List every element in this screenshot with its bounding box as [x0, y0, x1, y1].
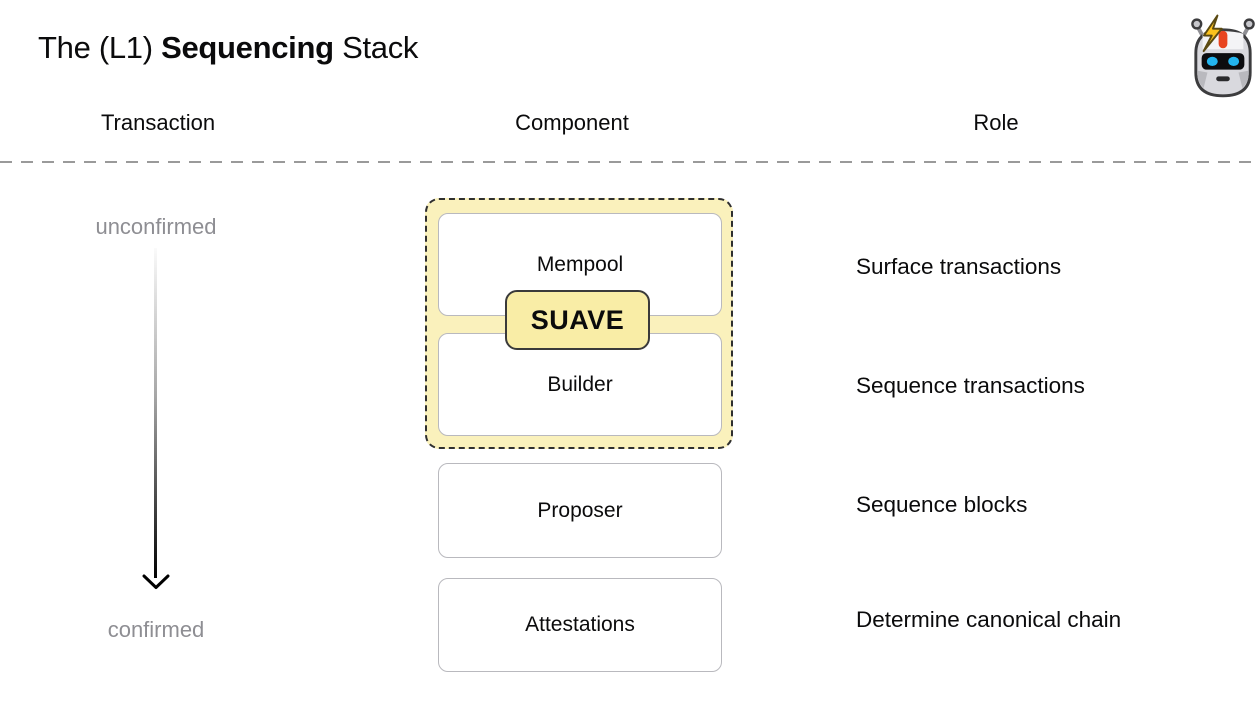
title-emphasis: Sequencing — [161, 30, 334, 65]
component-box-label: Builder — [547, 372, 613, 396]
role-label-sequence-transactions: Sequence transactions — [856, 373, 1085, 398]
title-prefix: The (L1) — [38, 30, 162, 65]
arrow-down-icon — [142, 574, 170, 590]
component-box-label: Mempool — [536, 252, 624, 276]
role-label-sequence-blocks: Sequence blocks — [856, 492, 1028, 517]
column-header-role: Role — [973, 110, 1019, 135]
confirmed-label: confirmed — [107, 617, 205, 642]
suave-badge-label: SUAVE — [530, 304, 625, 335]
component-box-label: Proposer — [537, 498, 623, 522]
suave-badge: SUAVE — [505, 290, 650, 350]
component-box-attestations: Attestations — [438, 578, 722, 672]
unconfirmed-label: unconfirmed — [95, 214, 217, 239]
component-box-label: Attestations — [525, 613, 635, 636]
robot-icon — [1190, 14, 1256, 100]
page-title: The (L1) Sequencing Stack — [38, 30, 418, 66]
column-header-component: Component — [515, 110, 629, 135]
column-header-transaction: Transaction — [100, 110, 216, 135]
component-box-builder: Builder — [438, 333, 722, 436]
title-suffix: Stack — [333, 30, 419, 65]
header-separator — [0, 161, 1260, 163]
component-box-proposer: Proposer — [438, 463, 722, 558]
role-label-surface-transactions: Surface transactions — [856, 254, 1062, 279]
flow-arrow-stem — [154, 248, 157, 578]
role-label-determine-canonical-chain: Determine canonical chain — [856, 607, 1122, 632]
